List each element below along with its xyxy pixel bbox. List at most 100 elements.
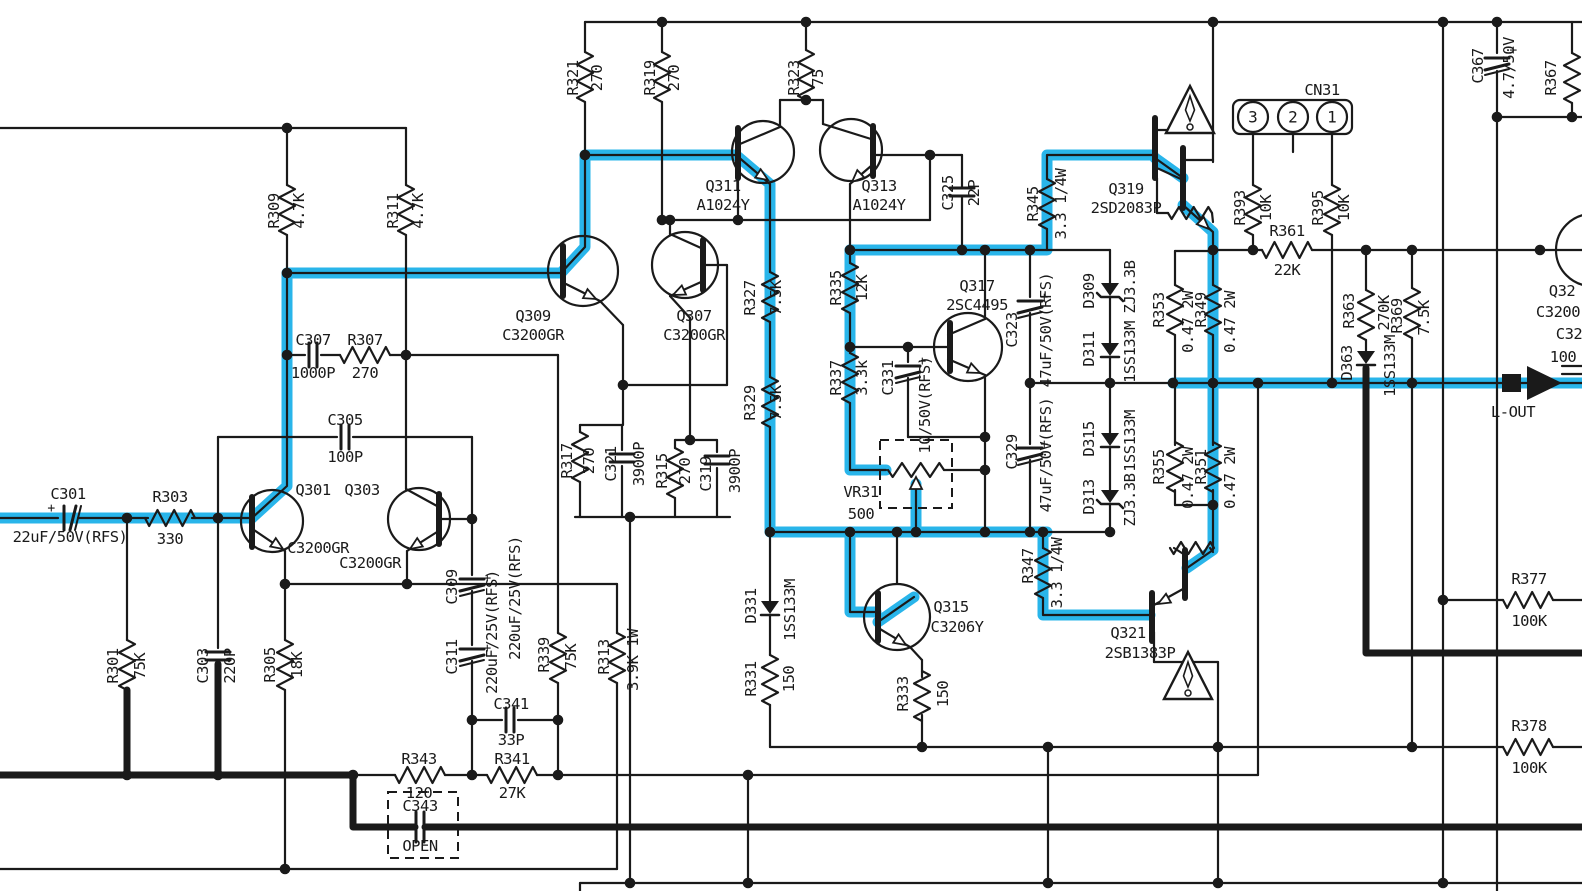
wire-17 [668,232,703,250]
warning-dot-0 [1186,123,1194,131]
label-2SD2083P: 2SD2083P [1091,199,1162,217]
resistor-R305 [275,638,295,692]
label-22K: 22K [1274,261,1302,279]
junction-dot-42 [979,464,991,476]
label-R393: R393 [1231,190,1249,225]
junction-dot-55 [1207,377,1219,389]
label-10_50V_RFS_: 10/50V(RFS) [916,356,934,453]
resistor-R341 [485,765,539,785]
junction-dot-36 [910,526,922,538]
diode-D363 [1357,351,1375,364]
label-3900P: 3900P [726,449,744,493]
l-out-arrow-tail [1502,374,1521,392]
junction-dot-33 [844,526,856,538]
junction-dot-10 [466,714,478,726]
label-OPEN: OPEN [402,837,437,855]
label-C305: C305 [327,411,362,429]
bus-wire-4 [1362,364,1582,657]
junction-dot-56 [1207,499,1219,511]
label-A1024Y: A1024Y [853,196,907,214]
label-C303: C303 [194,648,212,683]
label-C3200GR: C3200GR [339,554,402,572]
label-7.5K: 7.5K [1415,299,1433,335]
junction-dot-35 [902,341,914,353]
junction-dot-28 [764,526,776,538]
junction-dot-2 [281,122,293,134]
label-270: 270 [588,65,606,92]
transistor-Q315 [862,582,932,652]
diode-D331 [761,601,779,614]
junction-dot-38 [924,149,936,161]
label-47uF_50V_RFS_: 47uF/50V(RFS) [1037,398,1055,513]
junction-dot-37 [916,741,928,753]
junction-dot-26 [742,769,754,781]
junction-dot-70 [1491,111,1503,123]
highlight-path-2 [555,149,742,279]
highlight-core-10 [1181,203,1215,252]
transistor-Q301 [239,488,305,554]
emitter-arrow-9 [1155,592,1173,606]
label-C301: C301 [50,485,85,503]
emitter-arrow-2 [581,287,599,301]
resistor-R343 [393,765,447,785]
junction-dot-44 [1024,244,1036,256]
resistor-R339 [548,631,568,685]
resistor-R378 [1501,737,1555,757]
label-R333: R333 [894,676,912,711]
emitter-arrow-4 [753,167,770,182]
junction-dot-32 [844,341,856,353]
label-R351: R351 [1192,449,1210,484]
label-CN31: CN31 [1304,81,1339,99]
label-1SS133M: 1SS133M [1381,335,1399,397]
junction-dot-30 [800,94,812,106]
label-R353: R353 [1150,292,1168,327]
label-10K: 10K [1335,194,1353,222]
junction-dot-13 [552,769,564,781]
label-C307: C307 [295,331,330,349]
label-R307: R307 [347,331,382,349]
label-220P: 220P [221,648,239,683]
label-220uF_25V_RFS_: 220uF/25V(RFS) [506,536,524,660]
label-270K: 270K [1375,294,1393,330]
junction-dot-49 [1042,877,1054,889]
diode-D313-zbar [1095,498,1125,510]
highlight-core-5 [876,595,916,624]
diode-D309-zbar [1095,291,1125,303]
junction-dot-20 [624,877,636,889]
label-22P: 22P [965,180,983,207]
label-R339: R339 [535,637,553,672]
label-R317: R317 [558,443,576,478]
cap-C311 [459,659,485,667]
resistor-R335 [840,261,860,315]
junction-dot-64 [1406,377,1418,389]
label-R311: R311 [384,193,402,228]
junction-dot-68 [1437,877,1449,889]
label-R329: R329 [741,385,759,420]
cap-C331 [895,376,921,384]
label-+: + [918,354,926,369]
resistor-R347 [1033,546,1053,600]
label-C323: C323 [1003,312,1021,347]
label-2SC4495: 2SC4495 [946,296,1008,314]
junction-dot-15 [212,769,224,781]
label-C321: C321 [602,446,620,481]
transistor-Q317 [932,311,1004,383]
resistor-R333 [912,669,932,723]
cap-C311 [458,653,486,663]
resistor-R345 [1037,177,1057,231]
resistor-R301 [117,638,137,692]
label-R337: R337 [827,360,845,395]
highlight-path-4 [844,526,882,618]
label-7.5K: 7.5K [767,384,785,420]
label-75K: 75K [131,652,149,680]
resistor-R315 [665,446,685,500]
junction-dot-45 [1024,377,1036,389]
label-Q317: Q317 [959,277,994,295]
label-Q32: Q32 [1549,282,1576,300]
highlight-core-8 [1045,153,1155,181]
junction-dot-52 [1167,377,1179,389]
resistor-R331 [760,653,780,707]
wire-132 [1208,546,1215,554]
